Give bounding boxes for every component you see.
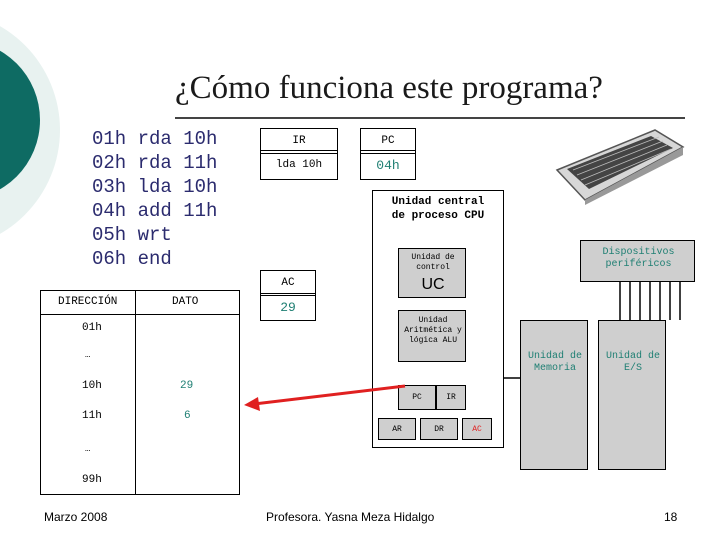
memory-row-address: … — [85, 350, 91, 360]
slide-title: ¿Cómo funciona este programa? — [175, 70, 603, 106]
peripherals-box: Dispositivos periféricos — [580, 240, 695, 282]
ir-register-label: IR — [260, 128, 338, 154]
memory-row-address: 11h — [82, 410, 102, 422]
title-underline — [175, 117, 685, 119]
pc-register-label: PC — [360, 128, 416, 154]
memory-table-column-divider — [135, 290, 136, 495]
memory-row-address: 99h — [82, 474, 102, 486]
cpu-pc-register: PC — [398, 385, 436, 410]
memory-unit-box: Unidad de Memoria — [520, 320, 588, 470]
memory-unit-label: Unidad de Memoria — [527, 351, 582, 374]
keyboard-image — [555, 129, 685, 205]
uc-label-big: UC — [421, 276, 445, 293]
alu-box: Unidad Aritmética y lógica ALU — [398, 310, 466, 362]
program-line-3: 03h lda 10h — [92, 176, 218, 198]
cpu-ir-register: IR — [436, 385, 466, 410]
memory-table-header-divider — [40, 314, 240, 315]
ir-register-value: lda 10h — [260, 150, 338, 180]
decorative-circles — [0, 26, 60, 234]
cpu-dr-register: DR — [420, 418, 458, 440]
program-line-5: 05h wrt — [92, 224, 172, 246]
inner-circle — [0, 50, 40, 190]
peripherals-label: Dispositivos periféricos — [602, 247, 675, 270]
footer-date: Marzo 2008 — [44, 510, 108, 524]
control-unit-box: Unidad de control UC — [398, 248, 466, 298]
cpu-ar-register: AR — [378, 418, 416, 440]
memory-row-data: 29 — [180, 380, 194, 392]
pc-register-value: 04h — [360, 150, 416, 180]
memory-row-address: 10h — [82, 380, 102, 392]
footer-author: Profesora. Yasna Meza Hidalgo — [266, 510, 435, 524]
ac-register-label: AC — [260, 270, 316, 296]
io-unit-box: Unidad de E/S — [598, 320, 666, 470]
slide-number: 18 — [664, 510, 678, 524]
memory-row-data: 6 — [184, 410, 191, 422]
cpu-ac-register: AC — [462, 418, 492, 440]
memory-table — [40, 290, 240, 495]
program-line-6: 06h end — [92, 248, 172, 270]
alu-label: Unidad Aritmética y lógica ALU — [404, 316, 462, 345]
uc-label-small: Unidad de control — [411, 253, 455, 272]
cpu-title: Unidad central de proceso CPU — [391, 196, 485, 222]
program-line-4: 04h add 11h — [92, 200, 218, 222]
cpu-box — [372, 190, 504, 448]
io-unit-label: Unidad de E/S — [605, 351, 660, 374]
memory-table-header-data: DATO — [172, 296, 199, 308]
program-line-1: 01h rda 10h — [92, 128, 218, 150]
memory-table-header-address: DIRECCIÓN — [58, 296, 118, 308]
program-line-2: 02h rda 11h — [92, 152, 218, 174]
red-arrow — [244, 384, 406, 411]
memory-row-address: 01h — [82, 322, 102, 334]
memory-row-address: … — [85, 444, 91, 454]
bus-lines — [504, 282, 681, 379]
ac-register-value: 29 — [260, 293, 316, 321]
